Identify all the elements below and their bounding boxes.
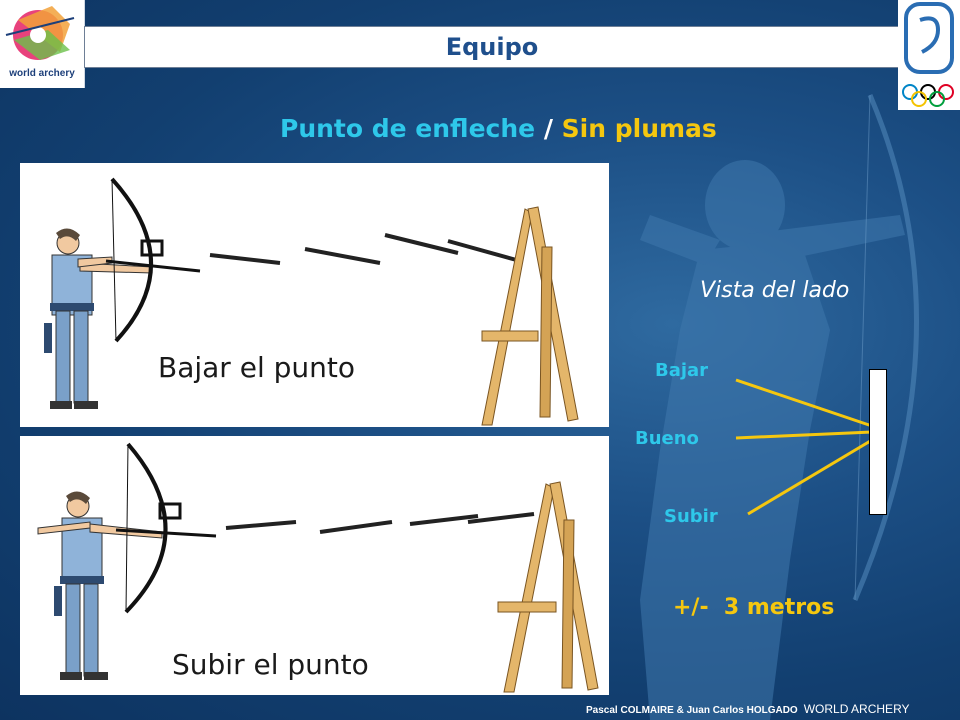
heading-separator: /: [535, 114, 562, 143]
archer-shooting-low-arrow-illustration: [44, 177, 579, 426]
panel-caption-raise: Subir el punto: [172, 648, 369, 681]
panel-raise-point: Subir el punto: [20, 436, 609, 695]
footer-organization: WORLD ARCHERY: [803, 702, 910, 716]
olympic-logo: [898, 0, 960, 110]
indicator-label-high: Subir: [664, 506, 718, 527]
indicator-label-good: Bueno: [635, 428, 699, 449]
title-bar: Equipo: [84, 26, 900, 68]
indicator-line-low: [735, 378, 873, 428]
slide-heading: Punto de enfleche / Sin plumas: [280, 114, 717, 150]
world-archery-logo-text: world archery: [9, 68, 75, 79]
slide-title: Equipo: [445, 33, 539, 61]
indicator-line-high: [747, 438, 873, 516]
target-face-side-view: [869, 369, 887, 515]
heading-bare-shaft: Sin plumas: [561, 114, 717, 143]
heading-nocking-point: Punto de enfleche: [280, 114, 536, 143]
olympic-rings-logo-icon: [902, 2, 954, 107]
indicator-label-low: Bajar: [655, 360, 709, 381]
archer-shooting-high-arrow-illustration: [37, 442, 599, 693]
side-view-label: Vista del lado: [700, 278, 850, 303]
footer-credit: Pascal COLMAIRE & Juan Carlos HOLGADO WOR…: [586, 702, 910, 716]
distance-note: +/- 3 metros: [673, 595, 835, 620]
panel-lower-point: Bajar el punto: [20, 163, 609, 427]
panel-caption-lower: Bajar el punto: [158, 351, 355, 384]
world-archery-logo-icon: [5, 6, 75, 60]
indicator-line-good: [735, 430, 873, 440]
footer-authors: Pascal COLMAIRE & Juan Carlos HOLGADO: [586, 705, 798, 716]
